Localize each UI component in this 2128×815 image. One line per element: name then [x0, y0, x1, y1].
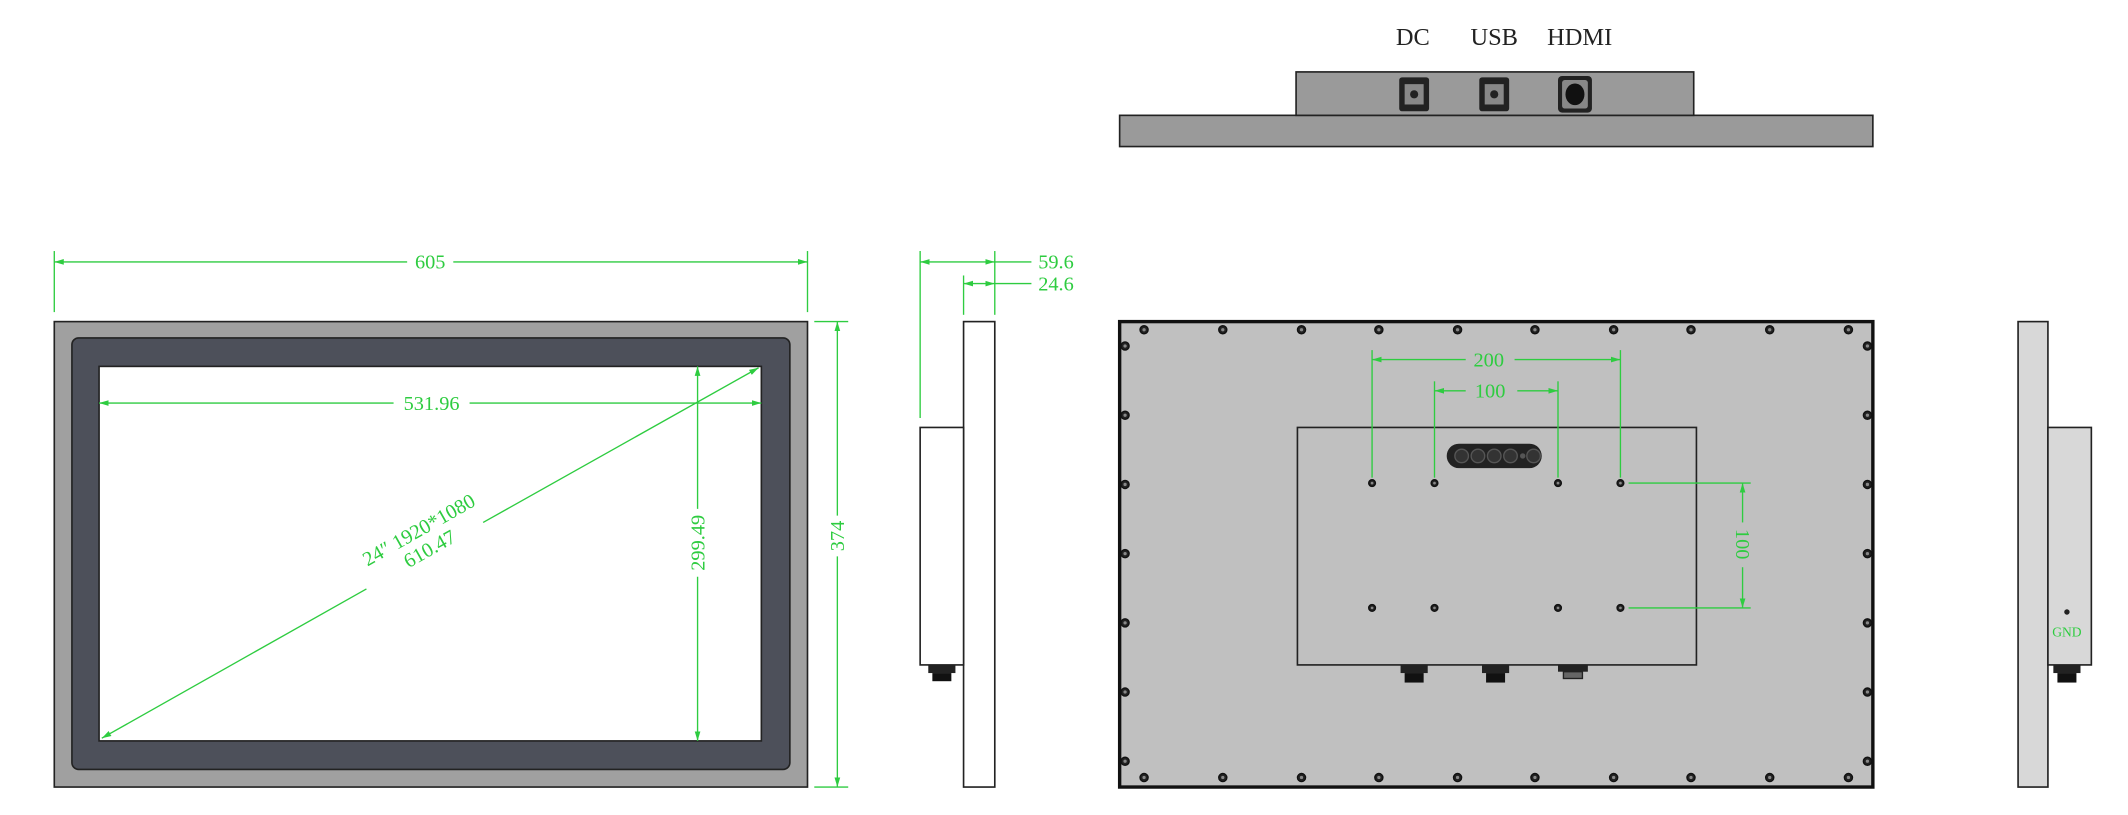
- front-view: 605 531.96 299.49 374 24″ 1920*1080 610.…: [53, 251, 849, 788]
- right-frame: [2017, 320, 2049, 788]
- port-label-hdmi: HDMI: [1547, 24, 1612, 51]
- io-strip-icon: [1446, 443, 1542, 469]
- bottom-connectors: [1400, 664, 1588, 683]
- right-side-view: GND: [2017, 320, 2093, 788]
- usb-port-icon: [1479, 77, 1510, 112]
- side-housing: [919, 426, 965, 666]
- connector-icon: [928, 664, 956, 674]
- top-view: DC USB HDMI: [1118, 24, 1874, 148]
- back-view: 200 100 100: [1117, 319, 1875, 789]
- active-height-dimension: 299.49: [687, 515, 709, 571]
- connector-icon: [2057, 673, 2077, 683]
- vesa-100-dimension: 100: [1475, 381, 1506, 403]
- top-frame: [1118, 114, 1874, 148]
- depth-dimension: 59.6: [1038, 252, 1074, 274]
- ground-screw-icon: [2064, 609, 2070, 615]
- right-housing: [2047, 426, 2093, 666]
- ground-label: GND: [2052, 624, 2082, 639]
- port-label-usb: USB: [1470, 24, 1517, 51]
- screw-holes: [1120, 324, 1873, 783]
- dc-port-icon: [1399, 77, 1430, 112]
- hdmi-port-icon: [1558, 75, 1592, 113]
- height-dimension: 374: [827, 521, 849, 552]
- active-width-dimension: 531.96: [404, 393, 460, 415]
- vesa-200-dimension: 200: [1474, 349, 1505, 371]
- vesa-holes: [1368, 479, 1625, 612]
- vesa-vertical-dimension: 100: [1731, 529, 1753, 560]
- port-label-dc: DC: [1396, 24, 1430, 51]
- side-frame: [962, 320, 996, 788]
- frame-depth-dimension: 24.6: [1038, 273, 1074, 295]
- width-dimension: 605: [415, 252, 446, 274]
- side-view: 59.6 24.6: [919, 251, 1074, 788]
